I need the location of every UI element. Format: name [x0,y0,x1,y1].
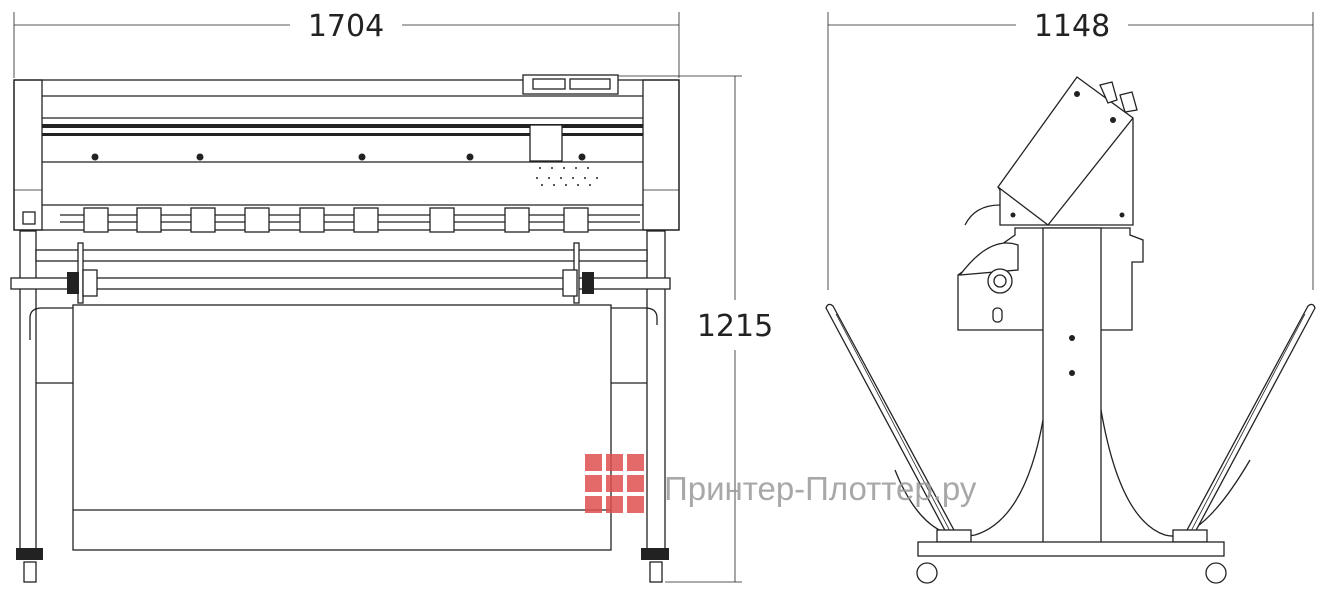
watermark-logo-icon [585,454,644,513]
stand-base [917,541,1225,557]
stand-pedestal [1042,227,1102,549]
front-casters [16,548,669,583]
media-roll-bar [35,249,648,262]
height-dimension: 1215 [618,75,773,583]
side-control-panel [1119,91,1138,113]
media-basket [825,303,1316,543]
height-dimension-label: 1215 [697,309,773,344]
depth-dimension-label: 1148 [1034,9,1110,44]
power-switch [22,211,36,225]
watermark: Принтер-Плоттер.ру [585,454,977,513]
roll-holder-wheel [958,242,1019,276]
width-dimension-label: 1704 [308,9,384,44]
cutting-carriage [529,124,563,162]
power-cable [964,204,1001,226]
right-end-cap [642,79,680,231]
side-casters [916,562,1227,584]
vent-holes [536,167,598,186]
width-dimension: 1704 [13,9,680,78]
pinch-rollers [83,207,589,233]
watermark-text: Принтер-Плоттер.ру [664,470,977,507]
media-sheet [72,304,612,551]
front-view: 1704 [10,9,773,583]
depth-dimension: 1148 [827,9,1314,290]
left-end-cap [13,79,43,231]
side-view: 1148 [825,9,1316,584]
media-roll-shaft [10,277,671,290]
